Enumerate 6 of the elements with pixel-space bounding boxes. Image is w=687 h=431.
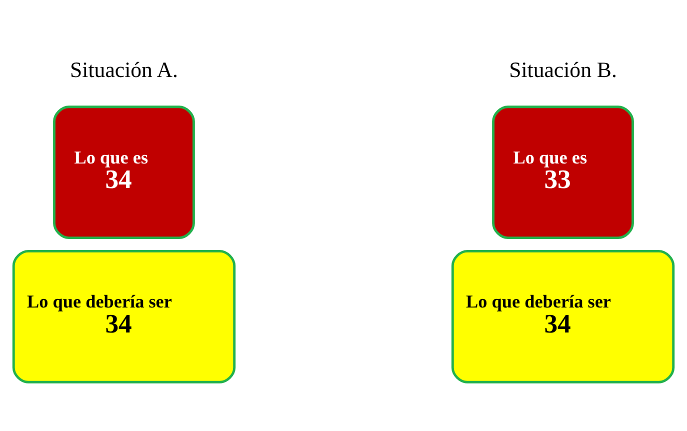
node-box: Lo que debería ser 34 [451,249,675,383]
label: Situación A. [70,58,178,82]
node-box: Lo que es 33 [492,105,634,239]
node-box: Lo que debería ser 34 [12,249,236,383]
node-box: Lo que es 34 [53,105,195,239]
label: Situación B. [509,58,617,82]
